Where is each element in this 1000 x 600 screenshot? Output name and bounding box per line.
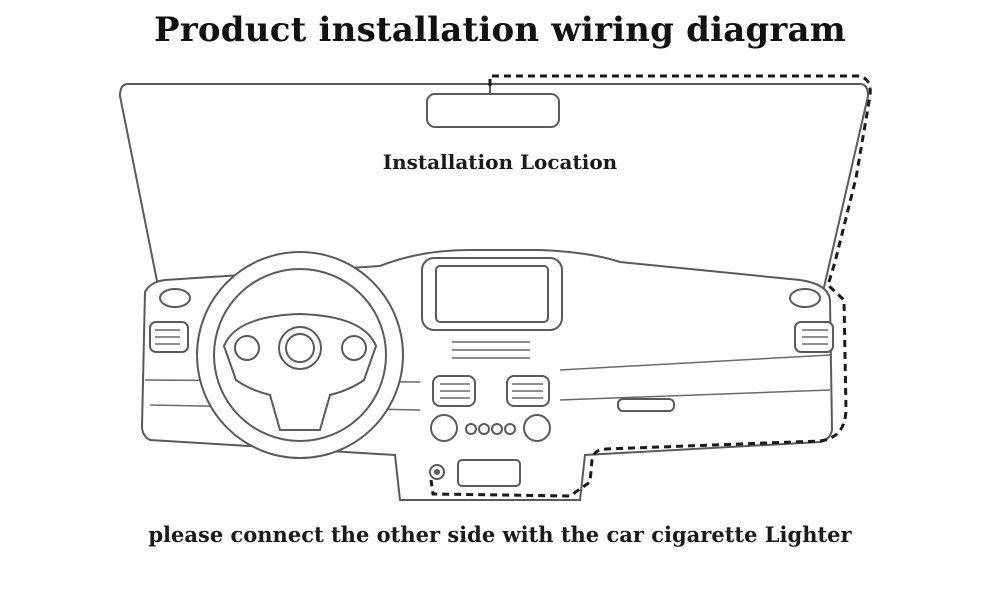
- console-screen: [435, 265, 549, 323]
- steering-wheel: [196, 251, 404, 459]
- steering-wheel-left-button: [234, 335, 260, 361]
- console-grill: [452, 341, 530, 359]
- power-cable-route: [429, 74, 872, 498]
- steering-wheel-right-button: [341, 335, 367, 361]
- center-left-vent: [432, 375, 476, 407]
- center-right-vent: [506, 375, 550, 407]
- rearview-mirror: [426, 93, 560, 128]
- right-air-vent: [794, 321, 834, 353]
- control-button: [465, 423, 477, 435]
- left-speaker: [159, 288, 191, 308]
- control-button: [504, 423, 516, 435]
- control-button: [478, 423, 490, 435]
- right-speaker: [789, 288, 821, 308]
- storage-compartment: [457, 459, 521, 487]
- left-air-vent: [149, 321, 189, 353]
- left-control-knob: [430, 414, 458, 442]
- installation-instruction-caption: please connect the other side with the c…: [148, 522, 852, 547]
- control-button: [491, 423, 503, 435]
- installation-location-label: Installation Location: [382, 150, 618, 174]
- page-title: Product installation wiring diagram: [154, 10, 846, 50]
- glovebox-handle: [617, 398, 675, 412]
- right-control-knob: [523, 414, 551, 442]
